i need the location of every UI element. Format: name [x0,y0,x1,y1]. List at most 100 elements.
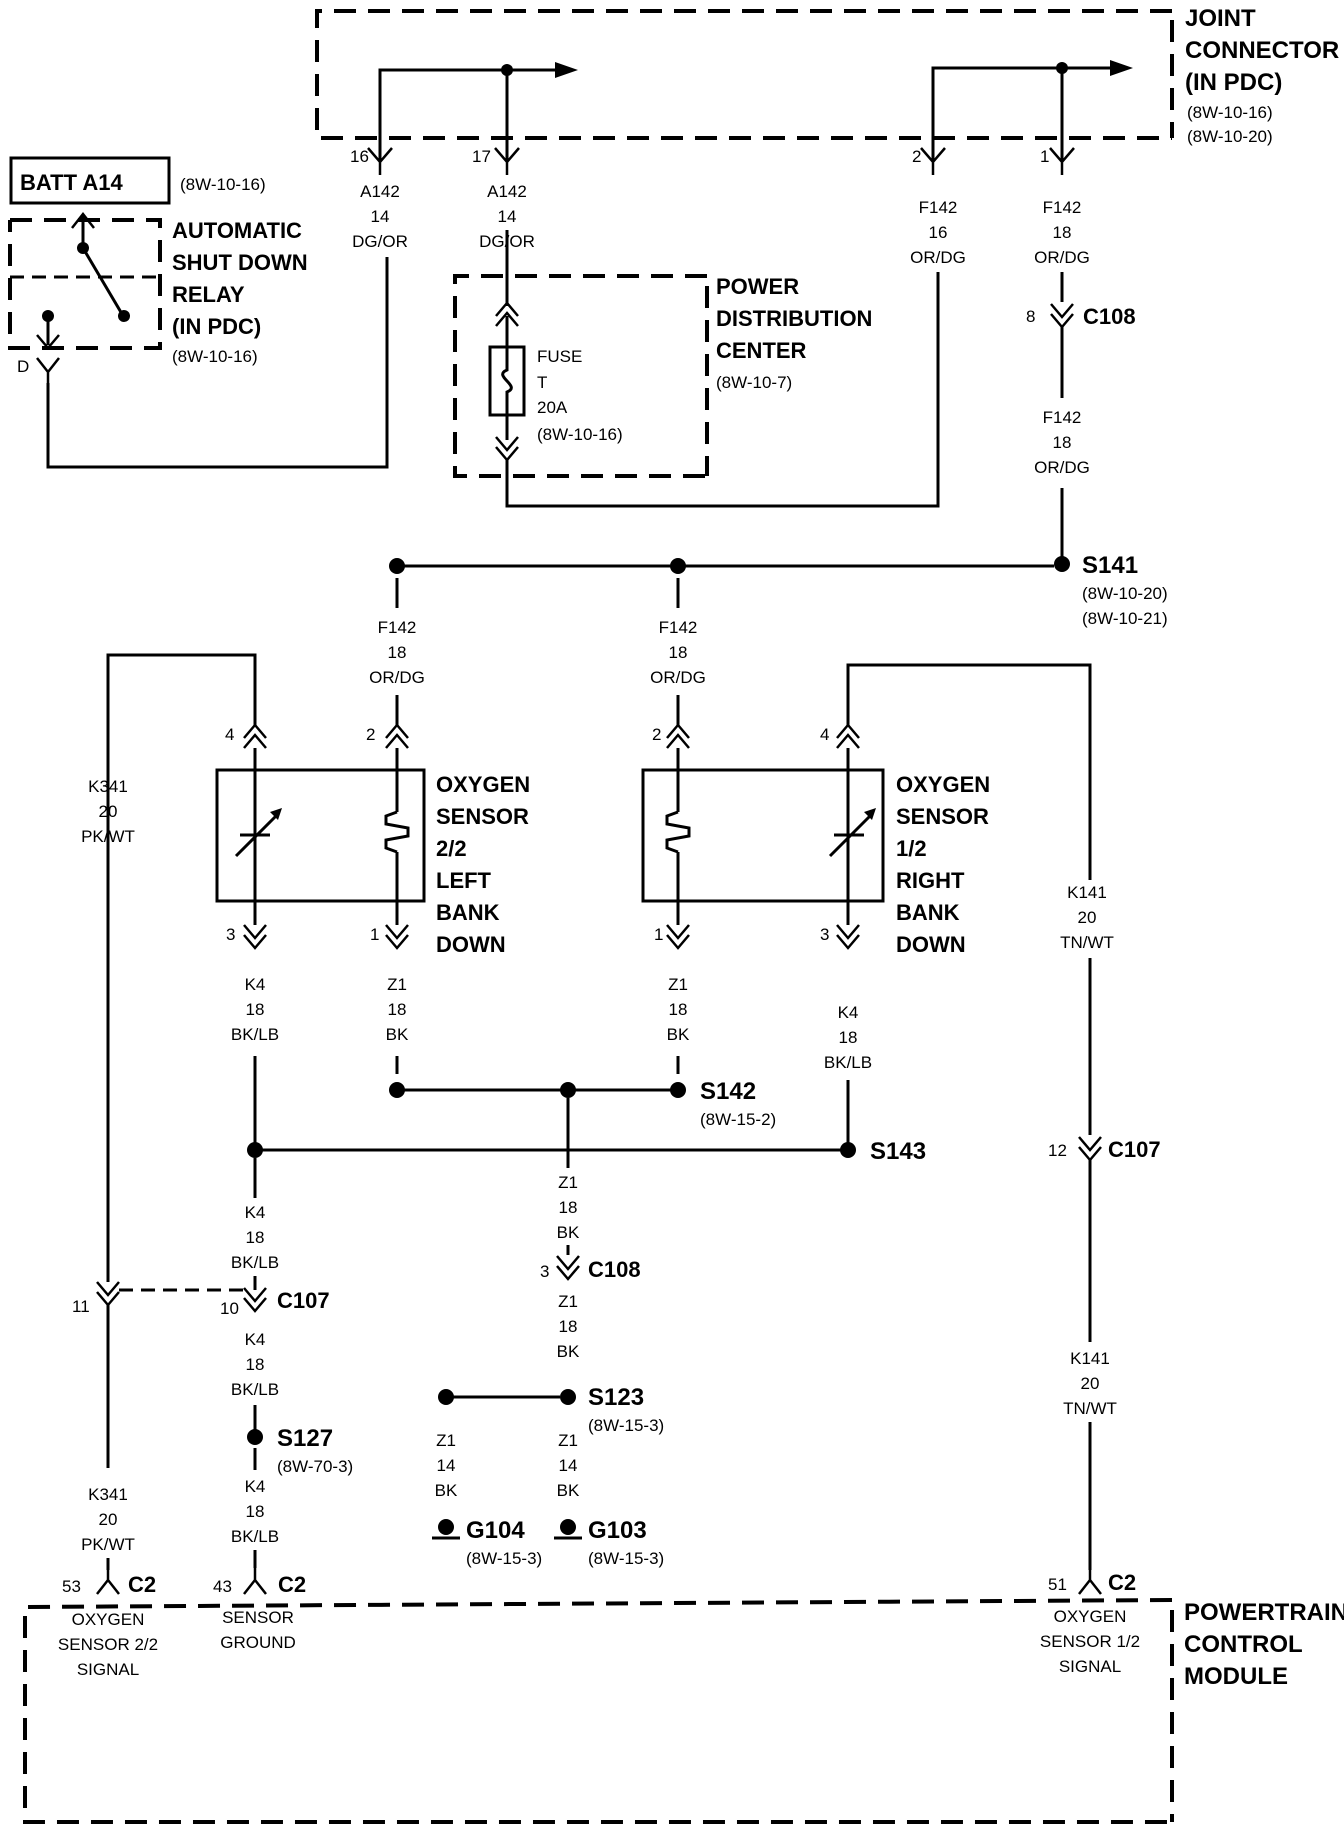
wire-label: 18 [669,1000,688,1019]
pin-4: 4 [820,725,829,744]
wire-label: 20 [99,1510,118,1529]
o2-right-label-1: OXYGEN [896,772,990,797]
wire-label: 20 [99,802,118,821]
power-distribution-center: FUSE T 20A (8W-10-16) POWER DISTRIBUTION… [453,257,872,478]
wire-label: K4 [245,1477,266,1496]
joint-connector: JOINT CONNECTOR (IN PDC) (8W-10-16) (8W-… [315,5,1339,175]
pin-17: 17 [472,147,491,166]
wire-label: BK [557,1223,580,1242]
oxygen-sensor-right: 2 4 1 3 OXYGEN SENSOR 1/2 RIGHT BANK DOW… [641,663,1092,957]
wire-label: BK/LB [231,1025,279,1044]
pcm-pin53-label-2: SENSOR 2/2 [58,1635,158,1654]
c108-label: C108 [1083,304,1136,329]
wire-label: 20 [1078,908,1097,927]
o2-left-body [215,768,426,903]
joint-wire-labels: A142 14 DG/OR A142 14 DG/OR F142 16 OR/D… [352,182,1090,267]
wire-label: 18 [246,1228,265,1247]
wire-label: K4 [245,975,266,994]
wire-label: OR/DG [650,668,706,687]
pin-3: 3 [540,1262,549,1281]
asd-label-4: (IN PDC) [172,314,261,339]
fuse-ref: (8W-10-16) [537,425,623,444]
wire-label: A142 [487,182,527,201]
wire-label: BK/LB [231,1253,279,1272]
wire-label: BK/LB [231,1527,279,1546]
ground-splices: K4 18 BK/LB Z1 18 BK Z1 18 BK K4 18 BK/L… [231,975,926,1168]
pcm-pin53-label-1: OXYGEN [72,1610,145,1629]
s127-ref: (8W-70-3) [277,1457,353,1476]
wire-label: K141 [1067,883,1107,902]
pin-3: 3 [226,925,235,944]
splice-s123 [560,1389,576,1405]
wire-label: 18 [246,1502,265,1521]
wire-label: K4 [245,1203,266,1222]
wire-label: TN/WT [1063,1399,1117,1418]
splice-s142 [670,1082,686,1098]
s127-label: S127 [277,1425,333,1452]
f142-main-run: 8 C108 F142 18 OR/DG S141 (8W-10-20) (8W… [369,272,1168,687]
wire-label: F142 [1043,198,1082,217]
wire-label: K4 [838,1003,859,1022]
batt-box [9,156,171,205]
s123-ref: (8W-15-3) [588,1416,664,1435]
wire-label: PK/WT [81,1535,135,1554]
o2-right-label-3: 1/2 [896,836,927,861]
wire-label: Z1 [436,1431,456,1450]
pcm-label-1: POWERTRAIN [1184,1599,1344,1626]
wire-label: 18 [388,643,407,662]
wire-label: 14 [437,1456,456,1475]
c107-label: C107 [1108,1137,1161,1162]
fuse-to-f142-wire [505,272,940,508]
pcm-pin51-label-2: SENSOR 1/2 [1040,1632,1140,1651]
pin-4: 4 [225,725,234,744]
asd-to-a142-wire [46,257,389,469]
wire-label: 16 [929,223,948,242]
o2-right-body [641,768,885,903]
pin-53: 53 [62,1577,81,1596]
k141-run: 12 C107 K141 20 TN/WT [1048,958,1161,1570]
asd-ref: (8W-10-16) [172,347,258,366]
pin-1: 1 [654,925,663,944]
o2-left-label-3: 2/2 [436,836,467,861]
asd-label-1: AUTOMATIC [172,218,302,243]
s123-label: S123 [588,1384,644,1411]
wire-label: F142 [1043,408,1082,427]
wire-label: 18 [388,1000,407,1019]
wire-label: DG/OR [352,232,408,251]
pin-51: 51 [1048,1575,1067,1594]
pcm-pin51-label-1: OXYGEN [1054,1607,1127,1626]
pin-10: 10 [220,1299,239,1318]
wire-label: TN/WT [1060,933,1114,952]
wire-label: K341 [88,1485,128,1504]
o2-left-label-6: DOWN [436,932,506,957]
splice-s143 [840,1142,856,1158]
wire-label: Z1 [558,1292,578,1311]
wire-label: OR/DG [369,668,425,687]
wire-label: BK/LB [824,1053,872,1072]
o2-left-label-4: LEFT [436,868,492,893]
o2-right-label-2: SENSOR [896,804,989,829]
s141-label: S141 [1082,552,1138,579]
lower-middle-grounds: Z1 18 BK 3 C108 Z1 18 BK S123 (8W-15-3) … [432,1173,664,1568]
wire-label: F142 [659,618,698,637]
pin-1: 1 [1040,147,1049,166]
wire-label: OR/DG [910,248,966,267]
g103-ref: (8W-15-3) [588,1549,664,1568]
wire-label: 20 [1081,1374,1100,1393]
wire-label: 18 [669,643,688,662]
o2-left-label-1: OXYGEN [436,772,530,797]
o2-right-label-5: BANK [896,900,960,925]
wire-label: F142 [378,618,417,637]
pin-2: 2 [366,725,375,744]
wire-label: OR/DG [1034,458,1090,477]
wire-label: 18 [1053,433,1072,452]
splice-s127 [247,1429,263,1445]
wire-label: Z1 [558,1431,578,1450]
wire-label: A142 [360,182,400,201]
pcm-pin53-label-3: SIGNAL [77,1660,139,1679]
lower-left-harness: K4 18 BK/LB 11 10 C107 K4 18 BK/LB S127 … [72,910,353,1570]
wire-label: OR/DG [1034,248,1090,267]
pin-1: 1 [370,925,379,944]
wire-label: 18 [246,1000,265,1019]
pcm-label-2: CONTROL [1184,1631,1303,1658]
